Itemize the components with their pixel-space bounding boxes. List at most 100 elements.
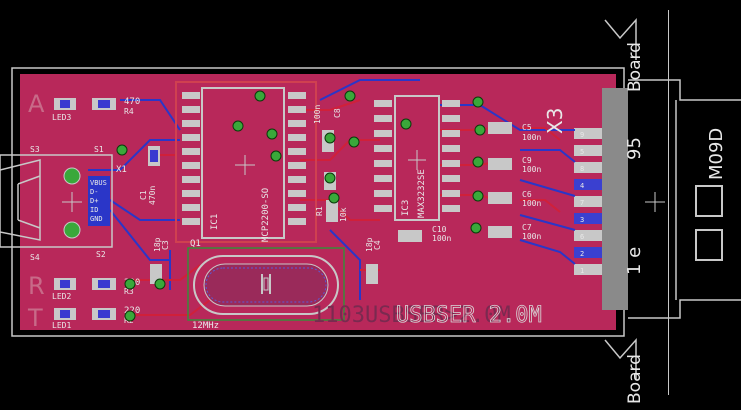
big-letter-t: T [27,304,43,332]
ic3-pad [374,130,392,137]
ic1-pad [182,190,200,197]
ic1-pad [182,148,200,155]
usb-pin-label: ID [90,206,98,214]
r4-name-label: R4 [124,107,134,116]
ic1-pad [288,162,306,169]
crystal-name-label: Q1 [190,239,201,249]
crystal-q1: Q1 12MHz [187,239,345,331]
ic1-pad [182,204,200,211]
ic3-pad [374,190,392,197]
c3-name-label: C3 [161,240,170,250]
ic3-pad [442,100,460,107]
led3-label: LED3 [52,113,71,122]
via [124,278,136,290]
via [328,192,340,204]
connector-pin-number: 7 [580,199,584,207]
ic3-pad [442,205,460,212]
c10-value-label: 100n [432,234,451,243]
ic1-pad [182,134,200,141]
ic1-pad [288,92,306,99]
c4-name-label: C4 [373,240,382,250]
connector-pin-number: 6 [580,233,584,241]
usb-pin-label: VBUS [90,179,107,187]
ic1-pad [182,162,200,169]
ic3-name-label: IC3 [401,200,411,216]
ic1-pad [182,92,200,99]
vias [116,90,486,322]
ic3-pad [442,160,460,167]
ic3-footprint: IC3 MAX3232SE [374,95,460,221]
ic1-pad [288,134,306,141]
c3-value-label: 18p [153,237,162,252]
via [116,144,128,156]
r3-name-label: R3 [124,287,134,296]
board-title: USBSER 2.0M [396,303,542,328]
usb-s2-label: S2 [96,250,106,259]
c6-name-label: C6 [522,190,532,199]
via [344,90,356,102]
ic3-pad [442,175,460,182]
ic3-pad [374,145,392,152]
c7-name-label: C7 [522,223,532,232]
crystal-freq-label: 12MHz [192,321,219,331]
connector-pin-number: 9 [580,131,584,139]
ic1-pad [182,106,200,113]
c7-value-label: 100n [522,232,541,241]
ic1-pad [288,148,306,155]
ic1-pad [288,204,306,211]
connector-name-label: X3 [543,108,567,134]
connector-pin-number: 4 [580,182,584,190]
connector-pin-high-label: 95 [624,137,645,160]
leds: LED3 LED2 LED1 [52,98,76,330]
connector-pin-number: 5 [580,148,584,156]
usb-pin-label: GND [90,215,103,223]
connector-pin-low-label: 1 e [624,247,645,275]
usb-s3-label: S3 [30,145,40,154]
ic3-pad [374,160,392,167]
big-letter-r: R [28,272,45,300]
usb-name-label: X1 [116,165,127,175]
ic3-pad [374,100,392,107]
via [124,310,136,322]
ic1-pad [288,176,306,183]
r1-value-label: 10k [339,207,348,222]
connector-pin-number: 1 [580,267,584,275]
via [232,120,244,132]
c9-value-label: 100n [522,165,541,174]
ic3-pad [442,130,460,137]
connector-pin-number: 3 [580,216,584,224]
board-ghost-title: 1103USBSER>2.0M [312,303,511,328]
ic1-pad [288,190,306,197]
connector-pins [574,128,602,275]
ic3-pad [374,115,392,122]
via [472,96,484,108]
ic1-pad [288,120,306,127]
ic1-pad [288,106,306,113]
ic1-pad [182,176,200,183]
usb-pin-label: D+ [90,197,98,205]
c1-name-label: C1 [139,190,148,200]
board-side-label-top: Board [625,42,645,92]
via [472,190,484,202]
c10-name-label: C10 [432,225,447,234]
ic3-pad [374,175,392,182]
board-side-label-bottom: Board [625,354,645,404]
c9-name-label: C9 [522,156,532,165]
via [324,132,336,144]
ic3-pad [442,145,460,152]
via [400,118,412,130]
ic3-pad [374,205,392,212]
usb-s4-label: S4 [30,253,40,262]
connector-pin-number: 2 [580,250,584,258]
r4-value-label: 470 [124,97,140,107]
c5-name-label: C5 [522,123,532,132]
via [154,278,166,290]
ic1-pad [288,218,306,225]
via [324,172,336,184]
ic1-part-label: MCP2200-SO [261,188,271,242]
ic1-pad [182,120,200,127]
led2-label: LED2 [52,292,71,301]
